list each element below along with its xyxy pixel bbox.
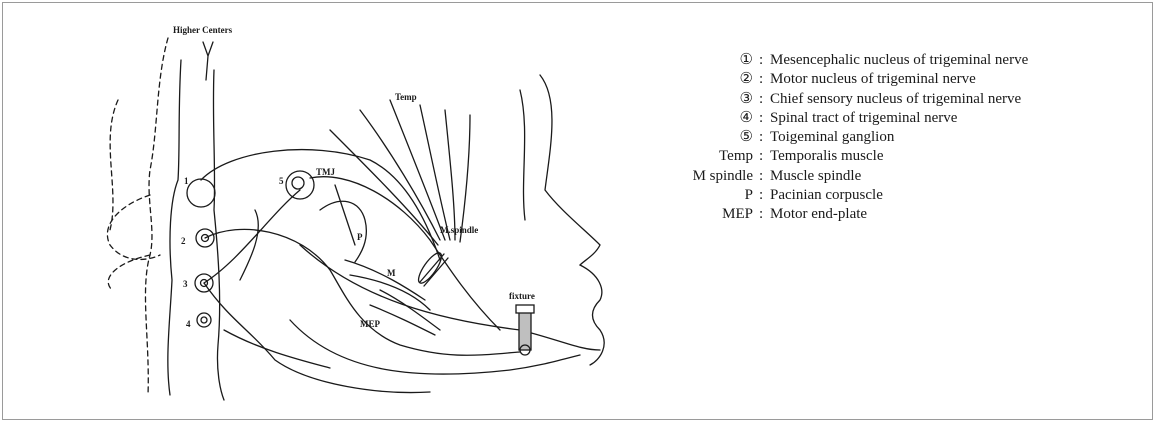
label-num-2: 2 — [181, 236, 186, 246]
legend-separator: : — [759, 109, 763, 128]
legend-key: ⑤ — [740, 128, 753, 147]
temp-fan-4 — [445, 110, 455, 240]
temp-fan-5 — [330, 130, 438, 245]
legend-separator: : — [759, 128, 763, 147]
temp-fan-2 — [390, 100, 445, 240]
legend-description: Motor end-plate — [770, 205, 867, 224]
legend-key: MEP — [722, 205, 753, 224]
legend-item: MEP : Motor end-plate — [668, 205, 1138, 224]
label-mep: MEP — [360, 319, 380, 329]
brainstem-outline-right — [213, 70, 224, 400]
label-fixture: fixture — [509, 291, 535, 301]
label-num-4: 4 — [186, 319, 191, 329]
legend-separator: : — [759, 147, 763, 166]
label-tmj: TMJ — [316, 167, 335, 177]
fiber-tmj-p — [335, 185, 355, 245]
temp-fan-1 — [360, 110, 440, 240]
label-num-1: 1 — [184, 176, 189, 186]
label-num-5: 5 — [279, 176, 284, 186]
label-num-3: 3 — [183, 279, 188, 289]
fixture-implant — [519, 310, 531, 350]
legend-key: P — [745, 186, 753, 205]
legend-key: ④ — [740, 109, 753, 128]
dashed-contour-left — [145, 38, 168, 395]
dashed-contour-outer — [110, 100, 118, 230]
nucleus-4 — [197, 313, 211, 327]
face-contour-2 — [520, 90, 525, 220]
legend-item: M spindle : Muscle spindle — [668, 167, 1138, 186]
legend-item: ② : Motor nucleus of trigeminal nerve — [668, 70, 1138, 89]
legend-item: ④ : Spinal tract of trigeminal nerve — [668, 109, 1138, 128]
legend-item: P : Pacinian corpuscle — [668, 186, 1138, 205]
legend-description: Temporalis muscle — [770, 147, 884, 166]
legend-description: Spinal tract of trigeminal nerve — [770, 109, 957, 128]
legend-description: Motor nucleus of trigeminal nerve — [770, 70, 976, 89]
label-m: M — [387, 268, 396, 278]
legend-description: Chief sensory nucleus of trigeminal nerv… — [770, 90, 1021, 109]
legend-description: Toigeminal ganglion — [770, 128, 894, 147]
legend-item: ⑤ : Toigeminal ganglion — [668, 128, 1138, 147]
legend-separator: : — [759, 167, 763, 186]
legend-description: Mesencephalic nucleus of trigeminal nerv… — [770, 51, 1028, 70]
legend-item: Temp : Temporalis muscle — [668, 147, 1138, 166]
legend-key: M spindle — [693, 167, 753, 186]
legend-item: ① : Mesencephalic nucleus of trigeminal … — [668, 51, 1138, 70]
legend-item: ③ : Chief sensory nucleus of trigeminal … — [668, 90, 1138, 109]
brainstem-outline-left — [168, 60, 181, 395]
legend: ① : Mesencephalic nucleus of trigeminal … — [668, 51, 1138, 225]
legend-key: ① — [740, 51, 753, 70]
legend-key: Temp — [719, 147, 753, 166]
legend-key: ③ — [740, 90, 753, 109]
label-higher-centers: Higher Centers — [173, 25, 233, 35]
fiber-lower-arc — [224, 330, 330, 368]
legend-separator: : — [759, 70, 763, 89]
dashed-lobe — [107, 195, 160, 290]
y-fork — [203, 42, 213, 80]
label-p: P — [357, 232, 363, 242]
legend-key: ② — [740, 70, 753, 89]
jaw-lower — [290, 320, 580, 374]
jaw-upper — [300, 245, 600, 350]
legend-description: Pacinian corpuscle — [770, 186, 883, 205]
legend-description: Muscle spindle — [770, 167, 861, 186]
legend-separator: : — [759, 205, 763, 224]
nucleus-1 — [187, 179, 215, 207]
legend-separator: : — [759, 186, 763, 205]
fiber-loop-small — [240, 210, 258, 280]
legend-separator: : — [759, 90, 763, 109]
fiber-ganglion-arc — [310, 177, 500, 330]
temp-fan-6 — [460, 115, 470, 242]
legend-separator: : — [759, 51, 763, 70]
temp-fan-3 — [420, 105, 450, 240]
ganglion-5 — [286, 171, 314, 199]
label-temp: Temp — [395, 92, 417, 102]
label-m-spindle: M.spindle — [440, 225, 478, 235]
face-profile — [540, 75, 604, 365]
